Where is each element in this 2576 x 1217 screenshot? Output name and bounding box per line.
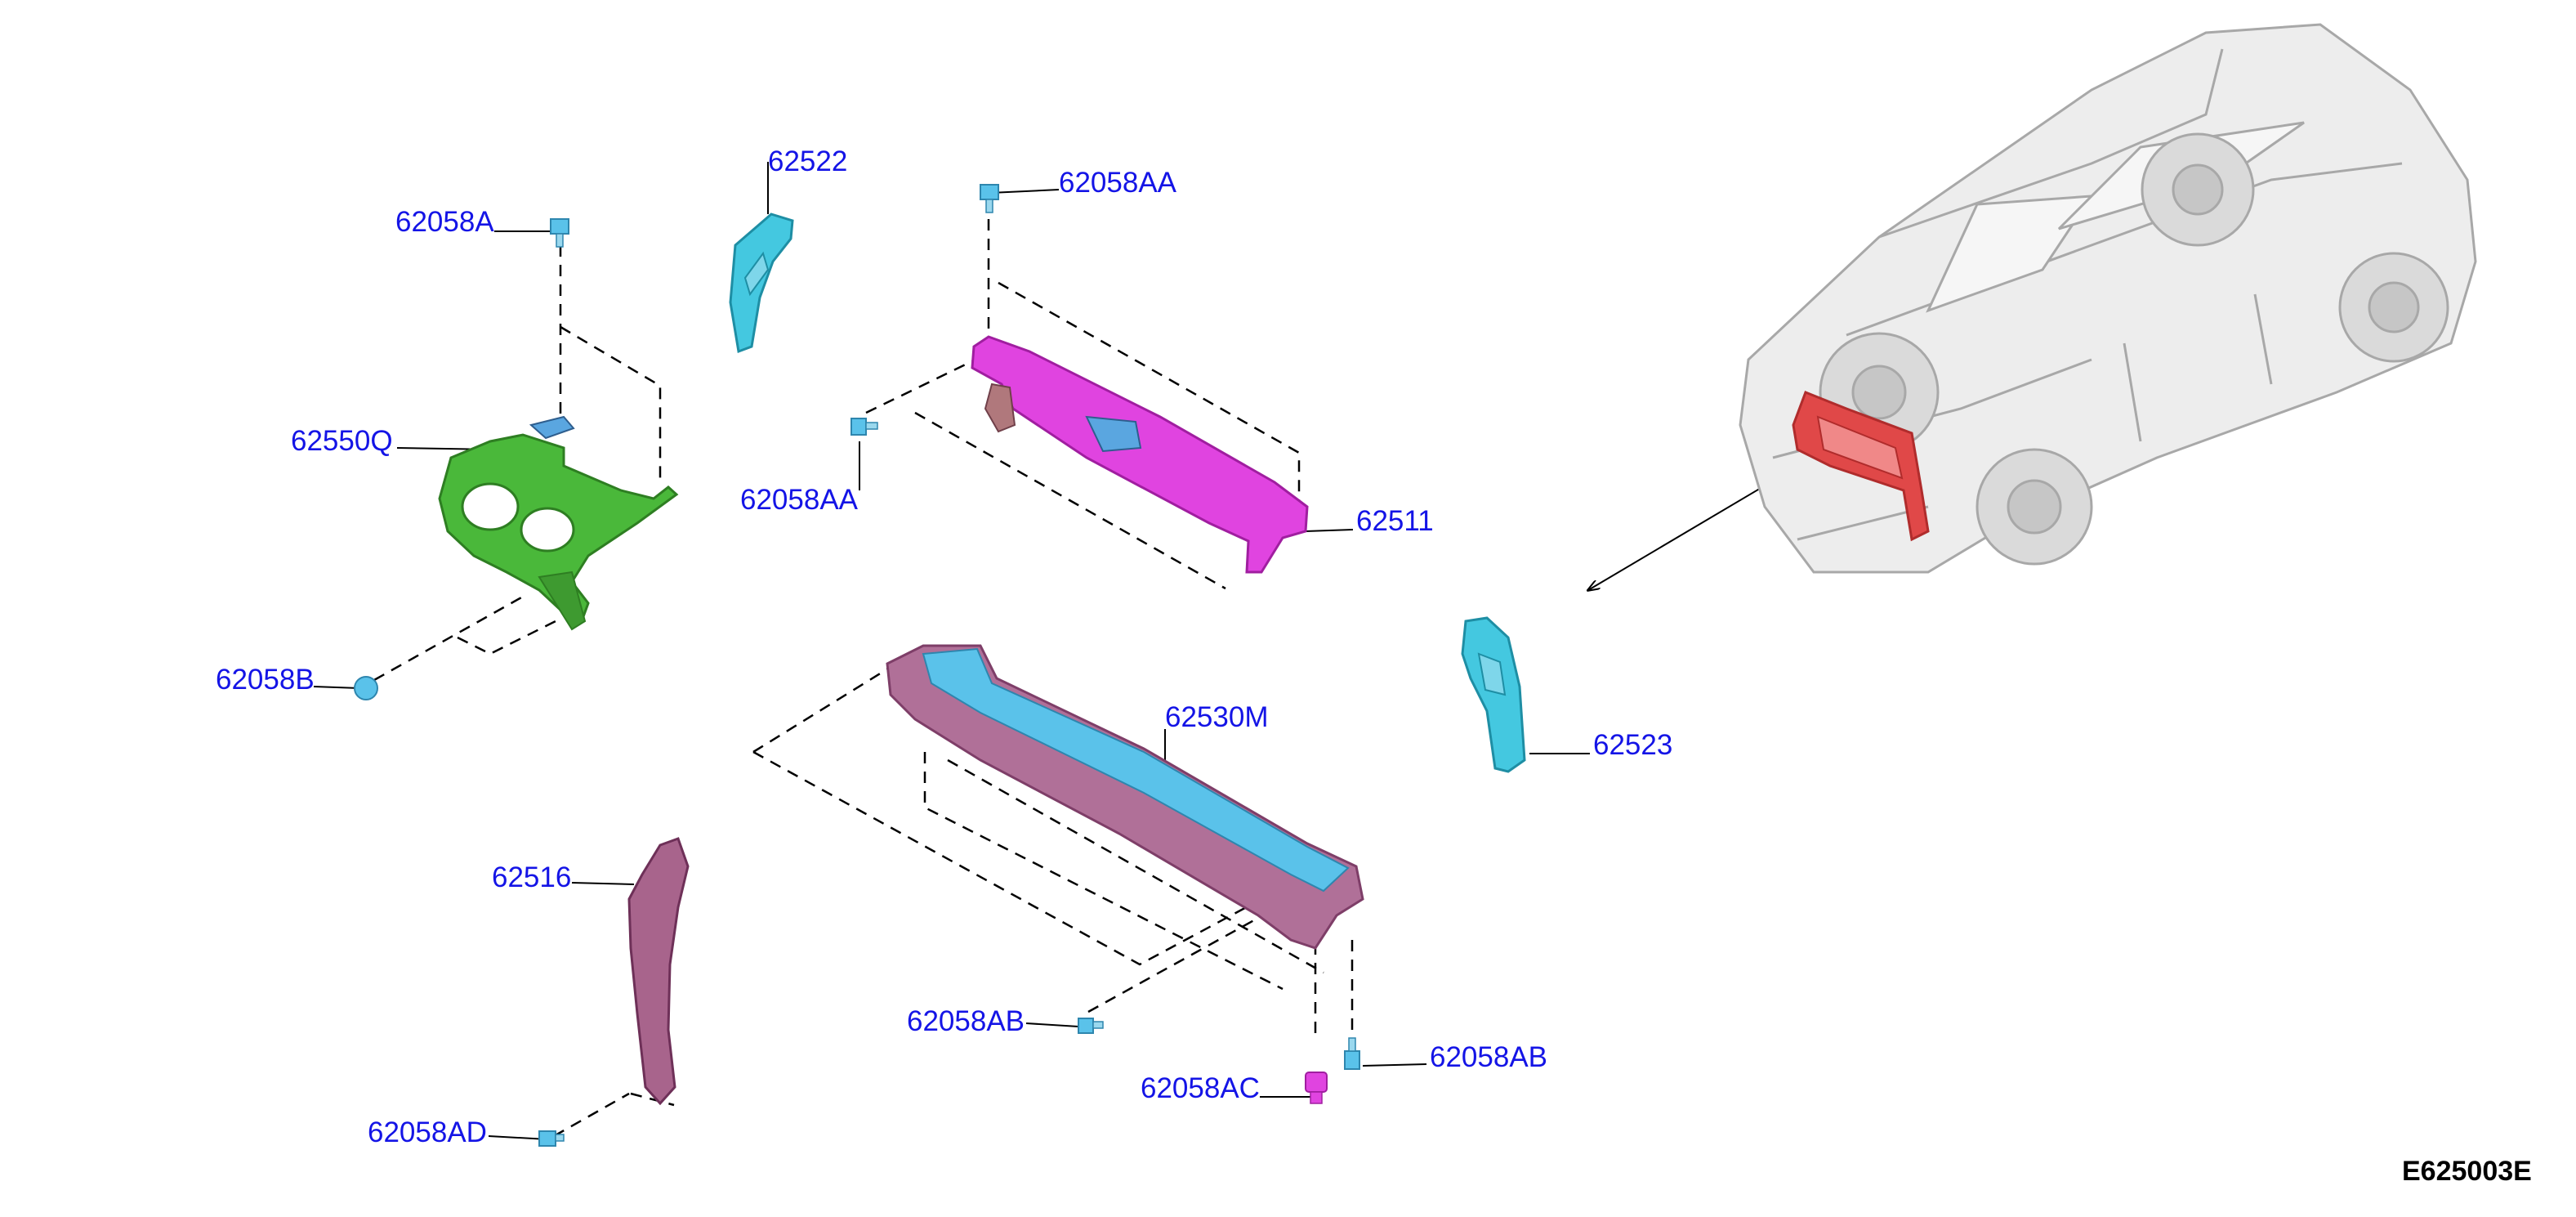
fastener-62058b [354,676,378,700]
assembly-guide-lines [373,199,1354,1138]
callout-62058ab-right: 62058AB [1430,1041,1548,1073]
part-62530m-lower-support [886,644,1364,950]
callout-62058b: 62058B [216,664,315,696]
callout-62516: 62516 [492,861,572,893]
callout-62058aa-top: 62058AA [1059,167,1177,199]
part-62550q-bracket [438,415,679,631]
part-62516-side-member [627,837,690,1106]
vehicle-overview [1739,23,2477,574]
part-62511-upper-support [971,335,1309,574]
callout-62058aa-left: 62058AA [740,484,859,516]
callout-62058a: 62058A [395,206,494,238]
part-62523-bracket [1461,616,1526,773]
callout-62522: 62522 [768,145,848,177]
fastener-62058a [550,218,569,248]
part-62522-bracket [729,213,794,354]
fastener-62058aa-left [850,418,878,436]
callout-62523: 62523 [1593,729,1673,761]
callout-62550q: 62550Q [291,425,393,457]
fastener-62058ab-right [1344,1037,1360,1070]
callout-62058ad: 62058AD [368,1116,487,1148]
callout-62530m: 62530M [1165,701,1269,733]
leader-lines [313,162,1590,1140]
fastener-62058ab-left [1078,1018,1104,1034]
fastener-62058aa-top [980,184,999,213]
fastener-62058ad [538,1130,565,1147]
callout-62058ac: 62058AC [1141,1072,1260,1104]
fastener-62058ac [1305,1072,1328,1104]
figure-code: E625003E [2402,1156,2532,1187]
callout-62511: 62511 [1356,505,1434,537]
fasteners [354,184,1360,1147]
callout-62058ab-left: 62058AB [907,1005,1025,1037]
